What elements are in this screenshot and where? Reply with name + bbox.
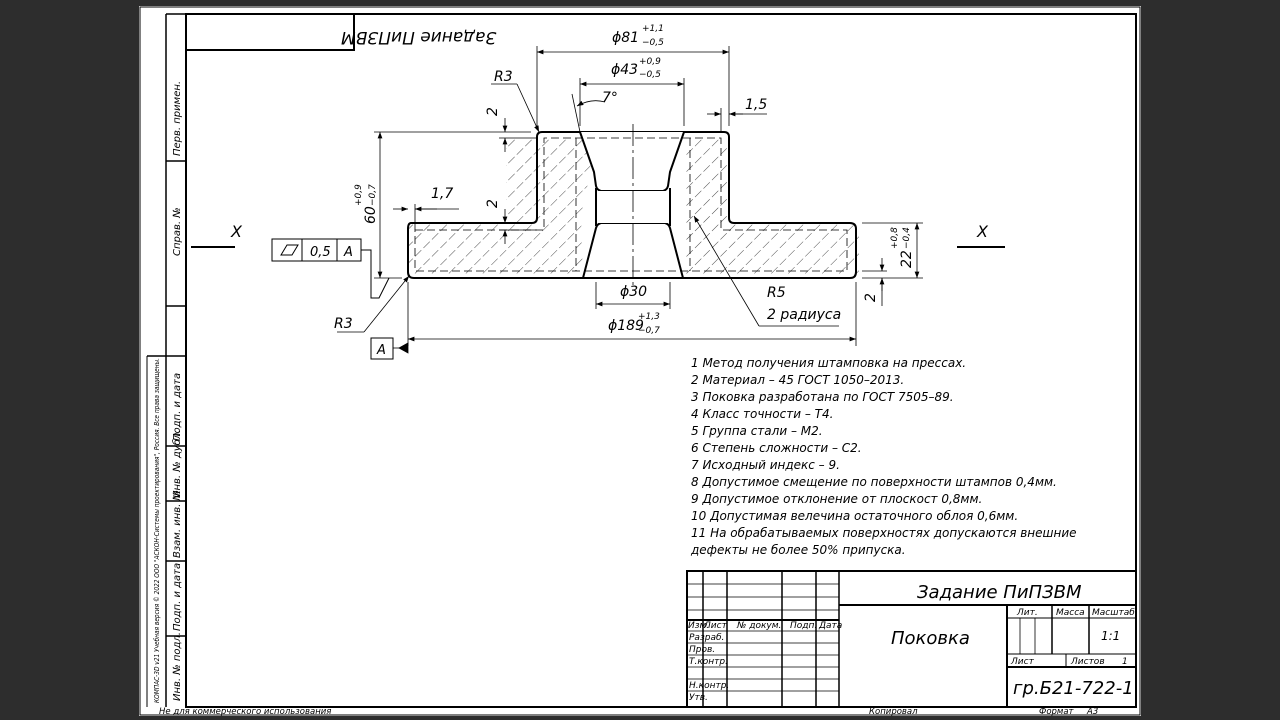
dim-d43-tol-up: +0,9 bbox=[639, 57, 661, 67]
datum-label: A bbox=[376, 343, 386, 358]
tb-row-utv: Утв. bbox=[689, 693, 708, 703]
note-10: 10 Допустимая велечина остаточного облоя… bbox=[691, 509, 1018, 523]
side-podp-data-1: Подп. и дата bbox=[172, 373, 183, 441]
outer-frame bbox=[139, 6, 1141, 716]
bottom-noncommercial: Не для коммерческого использования bbox=[159, 707, 331, 716]
drawing-sheet: Перв. примен. Справ. № Подп. и дата Инв.… bbox=[139, 6, 1141, 717]
tb-masshtab: Масштаб bbox=[1092, 608, 1135, 618]
tb-col-doc: № докум. bbox=[736, 621, 781, 631]
dim-h22-tol-up: +0,8 bbox=[890, 227, 900, 249]
note-7: 7 Исходный индекс – 9. bbox=[691, 458, 840, 472]
note-4: 4 Класс точности – Т4. bbox=[691, 407, 833, 421]
title-block bbox=[686, 570, 1137, 708]
tb-row-tkontr: Т.контр. bbox=[689, 657, 728, 667]
tb-listov-label: Листов bbox=[1070, 657, 1105, 667]
note-1: 1 Метод получения штамповка на прессах. bbox=[691, 356, 966, 370]
note-11-cont: дефекты не более 50% припуска. bbox=[690, 543, 906, 557]
dim-d189: ϕ189 bbox=[608, 318, 644, 334]
dim-r5-note: 2 радиуса bbox=[767, 307, 841, 323]
dim-two-a: 2 bbox=[485, 107, 501, 116]
side-inv-dubl: Инв. № дубл. bbox=[171, 430, 183, 498]
flatness-frame bbox=[271, 238, 390, 299]
axis-label-left: X bbox=[230, 222, 243, 241]
bottom-strip: Не для коммерческого использования Копир… bbox=[159, 707, 1098, 717]
mirrored-title: Задание ПиПЗВМ bbox=[341, 27, 497, 47]
flatness-icon bbox=[280, 244, 299, 256]
title-block-texts: Изм. Лист № докум. Подп. Дата Разраб. Пр… bbox=[688, 582, 1135, 703]
side-perv-primen: Перв. примен. bbox=[172, 81, 183, 156]
dimension-lines bbox=[337, 46, 923, 354]
bottom-format-value: A3 bbox=[1086, 707, 1098, 716]
dim-r3-bottom: R3 bbox=[334, 316, 353, 332]
axis-label-right: X bbox=[976, 222, 989, 241]
dim-two-c: 2 bbox=[863, 293, 879, 302]
side-copyright: КОМПАС-3D v21 Учебная версия © 2022 ООО … bbox=[152, 358, 161, 703]
tb-col-izm: Изм. bbox=[688, 621, 709, 631]
inner-frame bbox=[185, 13, 1137, 708]
tb-listov-value: 1 bbox=[1122, 657, 1128, 667]
bottom-format-label: Формат bbox=[1039, 707, 1075, 716]
section-right bbox=[685, 138, 859, 274]
dim-d43-tol-lo: −0,5 bbox=[639, 70, 661, 80]
dim-h60-tol-lo: −0,7 bbox=[368, 184, 378, 206]
forging-section bbox=[407, 124, 859, 288]
dim-d189-tol-up: +1,3 bbox=[638, 312, 660, 322]
dim-h60: 60 bbox=[363, 206, 379, 224]
dim-w1-5: 1,5 bbox=[745, 97, 767, 113]
note-9: 9 Допустимое отклонение от плоскост 0,8м… bbox=[691, 492, 982, 506]
bore-upper bbox=[579, 131, 685, 192]
dim-h22: 22 bbox=[899, 250, 915, 268]
dim-d189-tol-lo: −0,7 bbox=[638, 326, 660, 336]
machined-contour bbox=[414, 137, 848, 272]
note-11: 11 На обрабатываемых поверхностях допуск… bbox=[691, 526, 1077, 540]
tb-row-razrab: Разраб. bbox=[689, 633, 724, 643]
note-3: 3 Поковка разработана по ГОСТ 7505–89. bbox=[691, 390, 954, 404]
tb-massa: Масса bbox=[1056, 608, 1085, 618]
mirrored-title-box: Задание ПиПЗВМ bbox=[186, 14, 497, 51]
tb-part-name: Поковка bbox=[891, 628, 970, 649]
dim-d30: ϕ30 bbox=[620, 284, 647, 300]
dimension-texts: ϕ81 +1,1 −0,5 ϕ43 +0,9 −0,5 7° ϕ30 ϕ189 … bbox=[334, 24, 915, 336]
note-8: 8 Допустимое смещение по поверхности шта… bbox=[691, 475, 1057, 489]
section-left bbox=[408, 138, 594, 274]
flatness-base: A bbox=[343, 245, 353, 260]
datum-box bbox=[370, 337, 394, 360]
note-2: 2 Материал – 45 ГОСТ 1050–2013. bbox=[691, 373, 904, 387]
tb-row-nkontr: Н.контр. bbox=[689, 681, 729, 691]
side-inv-podl: Инв. № подл. bbox=[172, 632, 183, 701]
note-5: 5 Группа стали – М2. bbox=[691, 424, 823, 438]
tb-col-podp: Подп. bbox=[790, 621, 817, 631]
side-podp-data-2: Подп. и дата bbox=[172, 563, 183, 631]
tb-doc-title: Задание ПиПЗВМ bbox=[917, 582, 1082, 603]
dim-d43: ϕ43 bbox=[611, 62, 638, 78]
dim-r5: R5 bbox=[767, 285, 786, 301]
side-strip bbox=[146, 13, 186, 707]
tb-designation: гр.Б21-722-1 bbox=[1013, 678, 1134, 699]
dim-h60-tol-up: +0,9 bbox=[354, 184, 364, 206]
dim-w1-7: 1,7 bbox=[431, 186, 453, 202]
tb-lit: Лит. bbox=[1016, 608, 1038, 618]
tb-list-label: Лист bbox=[1010, 657, 1035, 667]
forging-outline bbox=[407, 131, 857, 279]
dim-d81-tol-up: +1,1 bbox=[642, 24, 664, 34]
flatness-value: 0,5 bbox=[310, 245, 331, 260]
bottom-kopiroval: Копировал bbox=[869, 707, 918, 716]
tb-col-list: Лист bbox=[703, 621, 728, 631]
technical-notes: 1 Метод получения штамповка на прессах. … bbox=[690, 356, 1077, 557]
tb-row-prov: Пров. bbox=[689, 645, 715, 655]
side-sprav-no: Справ. № bbox=[172, 207, 183, 256]
tb-col-data: Дата bbox=[818, 621, 842, 631]
drawing-canvas: Перв. примен. Справ. № Подп. и дата Инв.… bbox=[139, 6, 1141, 717]
note-6: 6 Степень сложности – С2. bbox=[691, 441, 862, 455]
tb-scale-value: 1:1 bbox=[1101, 629, 1120, 643]
dim-two-b: 2 bbox=[485, 199, 501, 208]
dim-d81: ϕ81 bbox=[612, 30, 639, 46]
dim-h22-tol-lo: −0,4 bbox=[902, 227, 912, 249]
dim-d81-tol-lo: −0,5 bbox=[642, 38, 664, 48]
side-vzam-inv: Взам. инв. № bbox=[172, 490, 183, 558]
dim-angle-7: 7° bbox=[602, 90, 618, 106]
dim-r3-top: R3 bbox=[494, 69, 513, 85]
